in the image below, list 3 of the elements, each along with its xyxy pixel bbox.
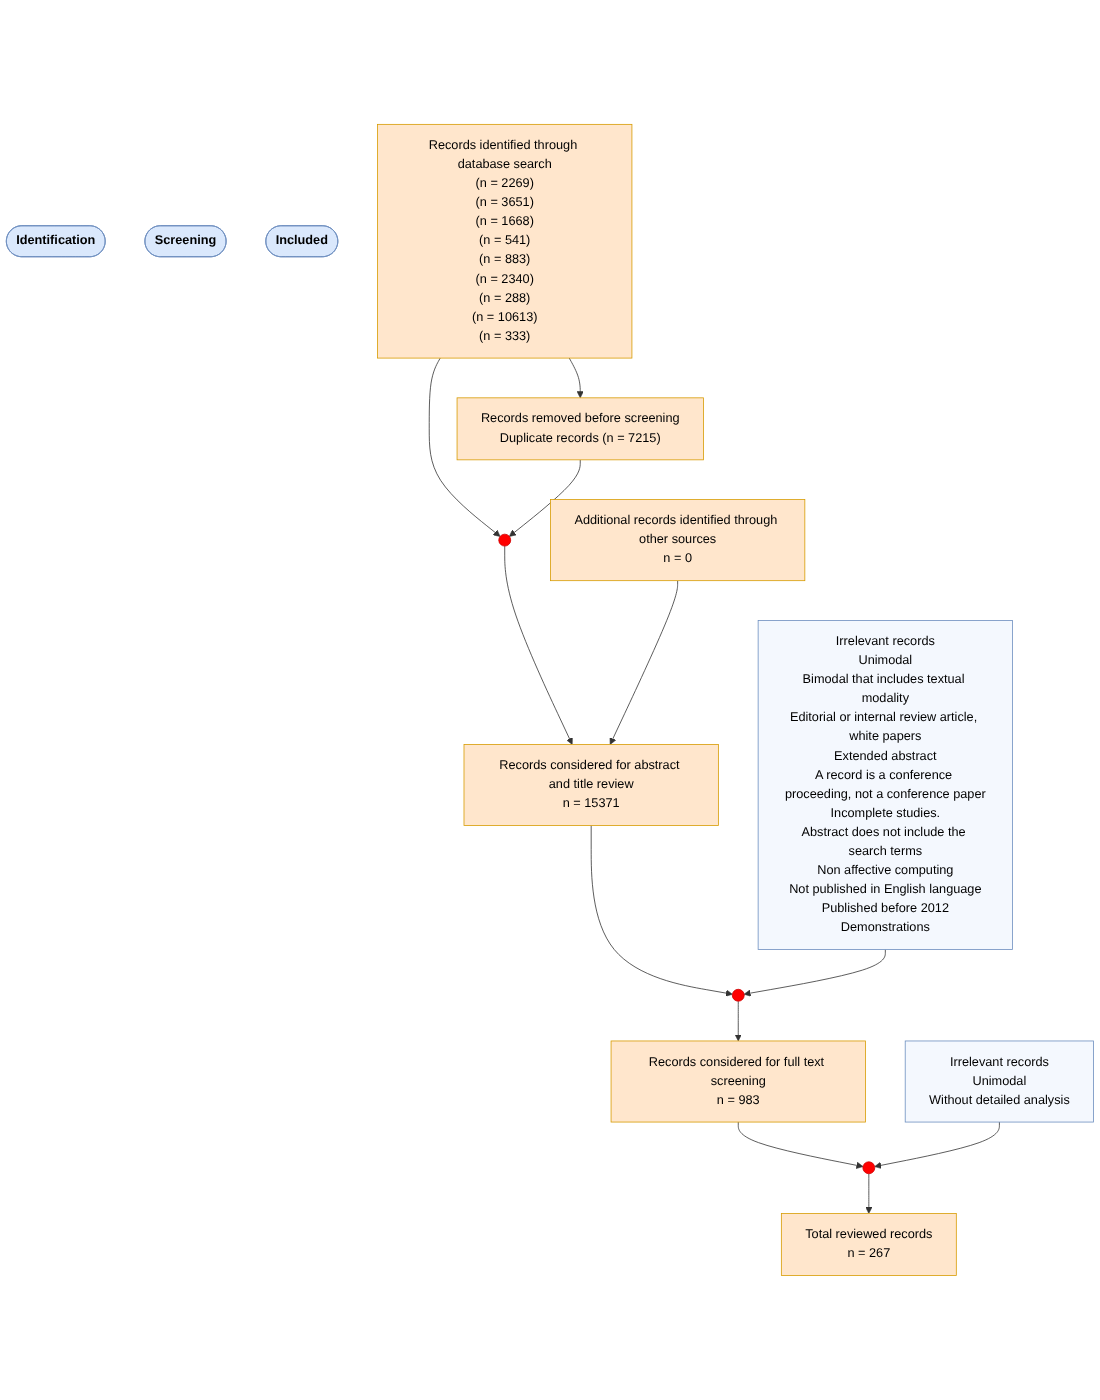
node-circle (498, 533, 512, 547)
node-circle (731, 988, 745, 1002)
node-circle (862, 1161, 876, 1175)
